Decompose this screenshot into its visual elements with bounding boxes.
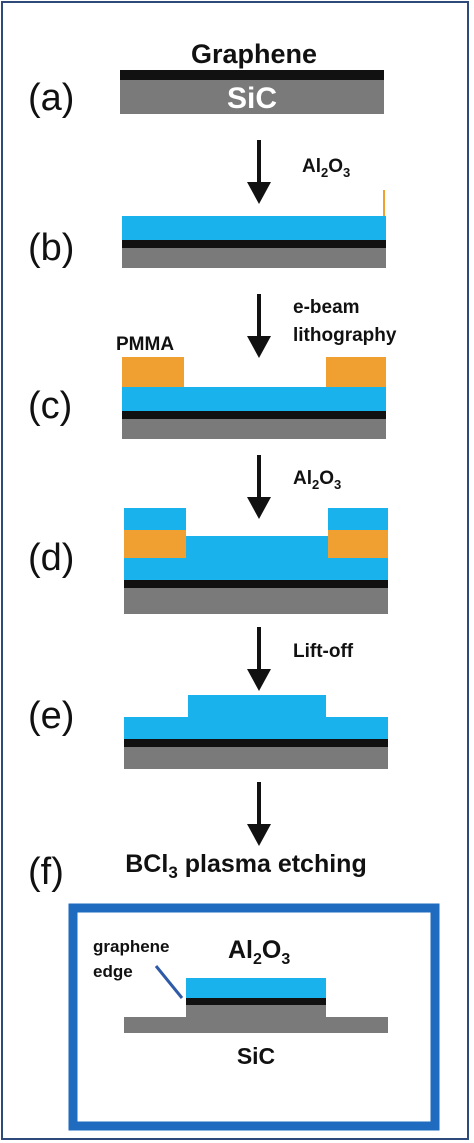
sic-substrate-b xyxy=(122,248,386,268)
sic-substrate-e xyxy=(124,747,388,769)
graphene-layer-a xyxy=(120,70,384,80)
al2o3-layer-c xyxy=(122,387,386,411)
graphene-layer-e xyxy=(124,739,388,747)
sic-substrate-a xyxy=(120,80,384,114)
al2o3-cap-right-d xyxy=(328,508,388,530)
ebeam-label-line1: e-beam xyxy=(293,297,360,318)
arrow-head-b-c xyxy=(247,336,271,358)
sic-substrate-c xyxy=(122,419,386,439)
liftoff-label: Lift-off xyxy=(293,641,354,662)
graphene-edge-label-line2: edge xyxy=(93,962,133,981)
inset-sic-base xyxy=(124,1017,388,1033)
pmma-left-d xyxy=(124,530,186,558)
inset-sic-label: SiC xyxy=(237,1043,275,1069)
sic-label-a: SiC xyxy=(227,82,277,115)
step-label-d: (d) xyxy=(28,537,74,579)
inset-graphene-layer xyxy=(186,998,326,1005)
inset-sic-mesa xyxy=(186,1005,326,1017)
etch-label: BCl3 plasma etching xyxy=(125,850,366,882)
pmma-label: PMMA xyxy=(116,334,174,355)
inset-box xyxy=(68,903,440,1131)
graphene-layer-c xyxy=(122,411,386,419)
al2o3-deposition-label-1: Al2O3 xyxy=(302,156,350,180)
al2o3-layer-b xyxy=(122,216,386,240)
inset-al2o3-mesa xyxy=(186,978,326,998)
step-label-e: (e) xyxy=(28,695,74,737)
pmma-right-c xyxy=(326,357,386,387)
arrow-head-e-f xyxy=(247,824,271,846)
arrow-head-a-b xyxy=(247,182,271,204)
pmma-right-d xyxy=(328,530,388,558)
al2o3-layer-d xyxy=(124,558,388,580)
graphene-label: Graphene xyxy=(191,39,317,69)
arrow-head-d-e xyxy=(247,669,271,691)
step-label-c: (c) xyxy=(28,385,72,427)
graphene-edge-label-line1: graphene xyxy=(93,937,170,956)
sic-substrate-d xyxy=(124,588,388,614)
al2o3-mesa-e xyxy=(188,695,326,717)
arrow-head-c-d xyxy=(247,497,271,519)
graphene-edge-pointer xyxy=(154,965,184,999)
al2o3-cap-left-d xyxy=(124,508,186,530)
al2o3-layer-e xyxy=(124,717,388,739)
inset-al2o3-label: Al2O3 xyxy=(228,936,290,968)
step-label-f: (f) xyxy=(28,851,64,893)
al2o3-window-d xyxy=(186,536,328,558)
graphene-layer-b xyxy=(122,240,386,248)
step-label-b: (b) xyxy=(28,227,74,269)
graphene-layer-d xyxy=(124,580,388,588)
ebeam-label-line2: lithography xyxy=(293,325,397,346)
step-label-a: (a) xyxy=(28,77,74,119)
al2o3-deposition-label-2: Al2O3 xyxy=(293,468,341,492)
pmma-left-c xyxy=(122,357,184,387)
